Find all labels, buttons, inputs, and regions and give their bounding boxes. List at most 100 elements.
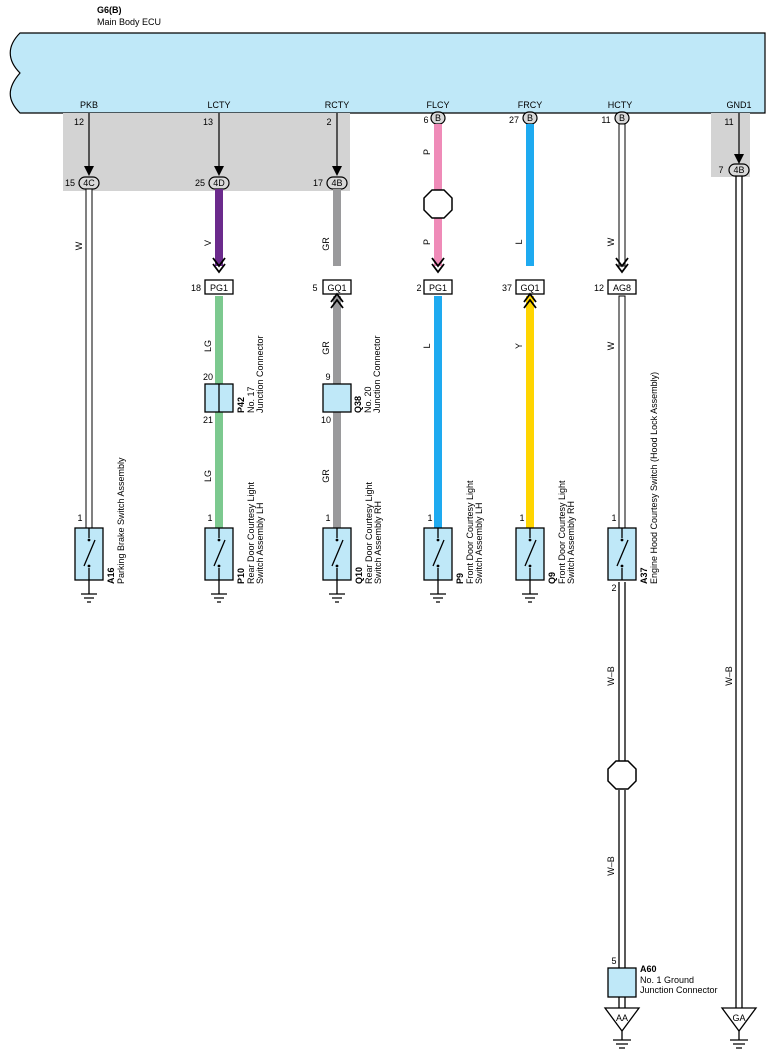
q9-code: Q9 bbox=[547, 572, 557, 584]
q10-pin: 1 bbox=[325, 513, 330, 523]
p42-code: P42 bbox=[236, 397, 246, 413]
wc-hcty-upper: W bbox=[606, 237, 616, 246]
jc-4d-pin: 25 bbox=[195, 178, 205, 188]
mid-pg1-flcy-code: PG1 bbox=[429, 283, 447, 293]
wc-rcty-lower: GR bbox=[321, 469, 331, 483]
mid-gq1-rcty-code: GQ1 bbox=[327, 283, 346, 293]
mid-pg1-lcty-code: PG1 bbox=[210, 283, 228, 293]
wc-lcty-mid: LG bbox=[203, 340, 213, 352]
ecu-pin-flcy: 6 bbox=[423, 115, 428, 125]
jc-4c-pin: 15 bbox=[65, 178, 75, 188]
q38-name: No. 20 bbox=[363, 386, 373, 413]
q10-code: Q10 bbox=[354, 567, 364, 584]
switch-p9: 1 P9 Front Door Courtesy Light Switch As… bbox=[423, 480, 484, 603]
terminal-frcy: FRCY bbox=[518, 100, 543, 110]
ecu-pin-gnd1: 11 bbox=[724, 117, 733, 127]
q38-pin-top: 9 bbox=[325, 372, 330, 382]
junction-block-p42: 20 21 P42 No. 17 Junction Connector bbox=[203, 335, 265, 425]
wire-flcy bbox=[434, 124, 442, 528]
wc-lcty-upper: V bbox=[203, 240, 213, 246]
a16-pin: 1 bbox=[77, 513, 82, 523]
a37-pin-bottom: 2 bbox=[611, 583, 616, 593]
q9-pin: 1 bbox=[519, 513, 524, 523]
ecu-pin-lcty: 13 bbox=[203, 117, 213, 127]
a60-code: A60 bbox=[640, 964, 657, 974]
q9-label-1: Front Door Courtesy Light bbox=[557, 480, 567, 584]
wc-gnd1: W–B bbox=[724, 666, 734, 686]
terminal-hcty: HCTY bbox=[608, 100, 633, 110]
mid-gq1-rcty-pin: 5 bbox=[312, 283, 317, 293]
wire-hcty bbox=[618, 123, 626, 529]
ground-aa: AA bbox=[603, 1007, 641, 1049]
p9-pin: 1 bbox=[427, 513, 432, 523]
mid-ag8-hcty-pin: 12 bbox=[594, 283, 604, 293]
switch-q9: 1 Q9 Front Door Courtesy Light Switch As… bbox=[515, 480, 576, 603]
switch-a16: 1 A16 Parking Brake Switch Assembly bbox=[74, 457, 126, 603]
a60-label-2: Junction Connector bbox=[640, 985, 718, 995]
junction-block-q38: 9 10 Q38 No. 20 Junction Connector bbox=[321, 335, 382, 425]
jc-4c: 15 4C bbox=[65, 176, 100, 190]
jc-4d: 25 4D bbox=[195, 176, 230, 190]
mid-connector-ag8-hcty: 12 AG8 bbox=[594, 257, 637, 295]
ground-ga-code: GA bbox=[732, 1013, 745, 1023]
ecu-pin-pkb: 12 bbox=[74, 117, 84, 127]
p10-code: P10 bbox=[236, 568, 246, 584]
wire-rcty bbox=[333, 189, 341, 528]
jc-4b-gnd: 7 4B bbox=[718, 163, 750, 177]
terminal-gnd1: GND1 bbox=[726, 100, 751, 110]
mid-pg1-flcy-pin: 2 bbox=[416, 283, 421, 293]
ecu-pin-rcty: 2 bbox=[326, 117, 331, 127]
mid-connector-pg1-flcy: 2 PG1 bbox=[416, 257, 453, 295]
a37-pin: 1 bbox=[611, 513, 616, 523]
ecu-pin-frcy: 27 bbox=[509, 115, 519, 125]
p10-label-2: Switch Assembly LH bbox=[255, 502, 265, 584]
wc-frcy-upper: L bbox=[514, 239, 524, 244]
jc-4d-code: 4D bbox=[213, 178, 225, 188]
jc-4b-rcty-code: 4B bbox=[331, 178, 342, 188]
ground-aa-code: AA bbox=[616, 1013, 628, 1023]
a60-label-1: No. 1 Ground bbox=[640, 975, 694, 985]
mid-connector-gq1-frcy: 37 GQ1 bbox=[502, 279, 545, 309]
a37-code: A37 bbox=[639, 567, 649, 584]
wc-pkb: W bbox=[74, 241, 84, 250]
switch-p10: 1 P10 Rear Door Courtesy Light Switch As… bbox=[204, 481, 265, 603]
wc-rcty-upper: GR bbox=[321, 237, 331, 251]
terminal-flcy: FLCY bbox=[426, 100, 449, 110]
wire-color-labels: W V LG LG GR GR GR P P L L Y W W W–B W–B… bbox=[74, 149, 734, 876]
badge-flcy-text: B bbox=[435, 113, 441, 123]
wire-gnd1 bbox=[735, 176, 743, 1008]
q10-label-2: Switch Assembly RH bbox=[373, 501, 383, 584]
q38-code: Q38 bbox=[353, 396, 363, 413]
jc-4b-gnd-pin: 7 bbox=[718, 165, 723, 175]
wc-frcy-lower: Y bbox=[514, 343, 524, 349]
ecu-pin-hcty: 11 bbox=[601, 115, 610, 125]
wire-frcy bbox=[526, 124, 534, 528]
badge-frcy: B bbox=[522, 111, 538, 125]
p9-code: P9 bbox=[455, 573, 465, 584]
jc-4b-rcty: 17 4B bbox=[313, 176, 348, 190]
p42-pin-bottom: 21 bbox=[203, 415, 213, 425]
p9-label-2: Switch Assembly LH bbox=[474, 502, 484, 584]
connector-area-main bbox=[63, 113, 350, 191]
wc-hood-ground-upper: W–B bbox=[606, 666, 616, 686]
badge-hcty-text: B bbox=[619, 113, 625, 123]
q38-pin-bottom: 10 bbox=[321, 415, 331, 425]
ecu-box bbox=[9, 32, 766, 114]
a37-label: Engine Hood Courtesy Switch (Hood Lock A… bbox=[649, 372, 659, 584]
jc-4b-rcty-pin: 17 bbox=[313, 178, 323, 188]
jc-4b-gnd-code: 4B bbox=[733, 165, 744, 175]
q38-sub: Junction Connector bbox=[372, 335, 382, 413]
wc-flcy-lower: L bbox=[422, 343, 432, 348]
terminal-rcty: RCTY bbox=[325, 100, 350, 110]
mid-connector-pg1-lcty: 18 PG1 bbox=[191, 257, 234, 295]
a16-code: A16 bbox=[106, 567, 116, 584]
wc-hcty-lower: W bbox=[606, 341, 616, 350]
mid-gq1-frcy-code: GQ1 bbox=[520, 283, 539, 293]
badge-frcy-text: B bbox=[527, 113, 533, 123]
p10-label-1: Rear Door Courtesy Light bbox=[246, 481, 256, 584]
q10-label-1: Rear Door Courtesy Light bbox=[364, 481, 374, 584]
mid-ag8-hcty-code: AG8 bbox=[613, 283, 631, 293]
wire-pkb bbox=[85, 188, 93, 529]
terminal-pkb: PKB bbox=[80, 100, 98, 110]
